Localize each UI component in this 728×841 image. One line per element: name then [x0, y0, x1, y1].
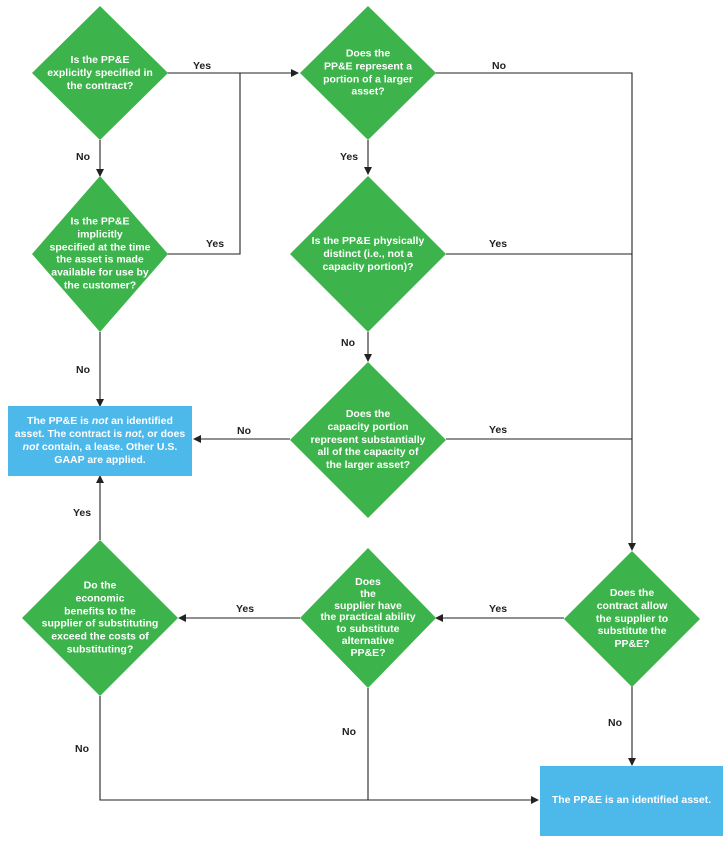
- decision-q8-text: Do the economic benefits to the supplier…: [41, 579, 159, 656]
- label-q1-no: No: [76, 151, 90, 163]
- diamond-shape: [22, 540, 178, 696]
- diamond-shape: [290, 176, 446, 332]
- diamond-shape: [564, 551, 700, 687]
- decision-q4-text: Is the PP&E physically distinct (i.e., n…: [311, 234, 425, 273]
- label-q6-yes: Yes: [489, 603, 508, 615]
- edge-q2-yes: [167, 73, 241, 255]
- label-q4-no: No: [341, 337, 355, 349]
- decision-q6: Does the contract allow the supplier to …: [564, 551, 700, 687]
- label-q8-no: No: [75, 743, 89, 755]
- decision-q7: Does the supplier have the practical abi…: [300, 548, 436, 688]
- decision-q2-text: Is the PP&E implicitly specified at the …: [49, 215, 151, 292]
- decision-q2: Is the PP&E implicitly specified at the …: [32, 176, 168, 332]
- decision-q1: Is the PP&E explicitly specified in the …: [32, 6, 168, 140]
- label-q2-no: No: [76, 364, 90, 376]
- decision-q7-text: Does the supplier have the practical abi…: [320, 575, 416, 659]
- edge-q3-no: [434, 72, 636, 551]
- outcome-identified: The PP&E is an identified asset.: [540, 766, 723, 836]
- label-q2-yes: Yes: [206, 238, 225, 250]
- diamond-shape: [32, 6, 168, 140]
- decision-q3-text: Does the PP&E represent a portion of a l…: [323, 47, 413, 98]
- label-q1-yes: Yes: [193, 60, 212, 72]
- decision-q4: Is the PP&E physically distinct (i.e., n…: [290, 176, 446, 332]
- diamond-shape: [32, 176, 168, 332]
- label-q7-no: No: [342, 726, 356, 738]
- diamond-shape: [290, 362, 446, 518]
- decision-q8: Do the economic benefits to the supplier…: [22, 540, 178, 696]
- label-q5-no: No: [237, 425, 251, 437]
- edge-q8-no: [99, 696, 539, 804]
- decision-q1-text: Is the PP&E explicitly specified in the …: [47, 53, 153, 92]
- diamond-shape: [300, 6, 436, 140]
- diamond-shape: [300, 548, 436, 688]
- outcome-not-identified-text: The PP&E is not an identified asset. The…: [14, 414, 186, 467]
- label-q3-no: No: [492, 60, 506, 72]
- label-q4-yes: Yes: [489, 238, 508, 250]
- label-q3-yes: Yes: [340, 151, 359, 163]
- label-q5-yes: Yes: [489, 424, 508, 436]
- label-q7-yes: Yes: [236, 603, 255, 615]
- decision-q5: Does the capacity portion represent subs…: [290, 362, 446, 518]
- outcome-not-identified: The PP&E is not an identified asset. The…: [8, 406, 192, 476]
- decision-q3: Does the PP&E represent a portion of a l…: [300, 6, 436, 140]
- decision-q6-text: Does the contract allow the supplier to …: [595, 587, 669, 651]
- decision-q5-text: Does the capacity portion represent subs…: [310, 408, 426, 472]
- label-q8-yes: Yes: [73, 507, 92, 519]
- outcome-identified-text: The PP&E is an identified asset.: [551, 794, 712, 807]
- label-q6-no: No: [608, 717, 622, 729]
